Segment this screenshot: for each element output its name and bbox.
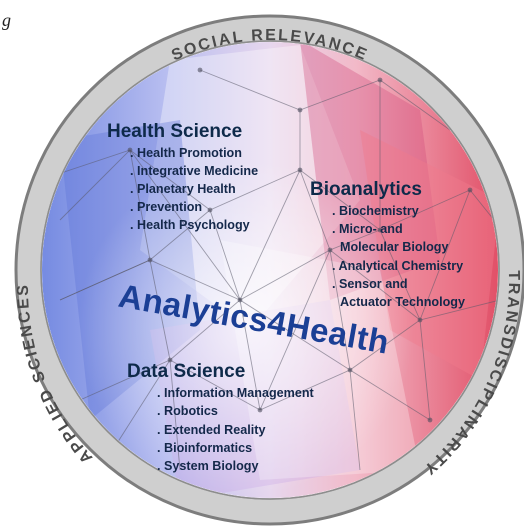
health-science-item: . Planetary Health: [130, 182, 236, 196]
data-science-item: . Robotics: [157, 404, 218, 418]
bioanalytics-item: . Biochemistry: [332, 204, 419, 218]
data-science-item: . System Biology: [157, 459, 258, 473]
health-science-item: . Health Psychology: [130, 218, 250, 232]
bioanalytics-item: Molecular Biology: [340, 240, 448, 254]
health-science-item: . Health Promotion: [130, 146, 242, 160]
data-science-item: . Bioinformatics: [157, 441, 252, 455]
network-background: [42, 42, 498, 498]
corner-glyph: g: [2, 10, 11, 30]
section-title-data-science: Data Science: [127, 361, 245, 382]
data-science-item: . Extended Reality: [157, 423, 265, 437]
bioanalytics-item: . Analytical Chemistry: [332, 259, 463, 273]
data-science-item: . Information Management: [157, 386, 315, 400]
section-title-bioanalytics: Bioanalytics: [310, 179, 422, 200]
bioanalytics-item: . Sensor and: [332, 277, 408, 291]
health-science-item: . Integrative Medicine: [130, 164, 258, 178]
health-science-item: . Prevention: [130, 200, 202, 214]
bioanalytics-item: . Micro- and: [332, 222, 403, 236]
bioanalytics-item: Actuator Technology: [340, 295, 465, 309]
section-title-health-science: Health Science: [107, 121, 242, 142]
